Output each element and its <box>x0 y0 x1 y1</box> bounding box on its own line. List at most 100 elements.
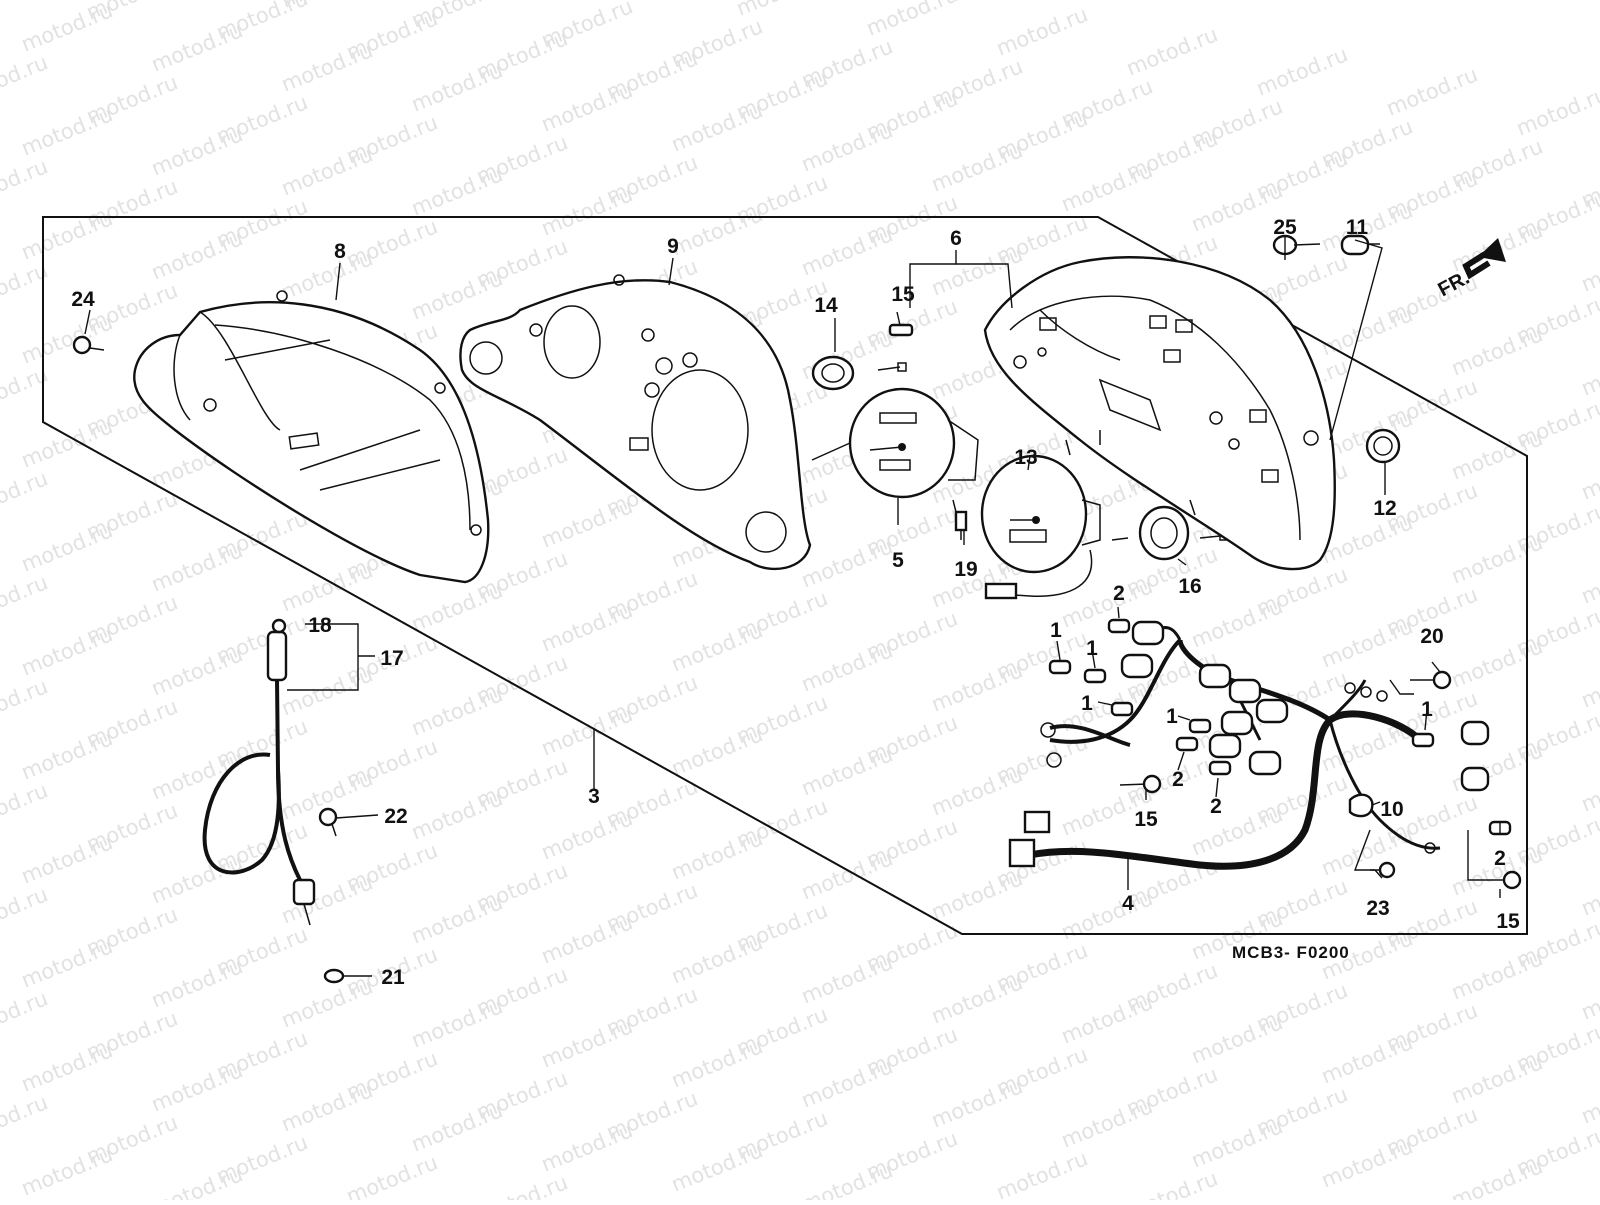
watermark-text: motod.ru <box>278 558 376 616</box>
watermark-text: motod.ru <box>1448 946 1546 1004</box>
watermark-text: motod.ru <box>538 1014 636 1072</box>
watermark-text: motod.ru <box>1188 1010 1286 1068</box>
watermark-text: motod.ru <box>1318 614 1416 672</box>
leader-lines <box>84 237 1501 977</box>
watermark-text: motod.ru <box>18 414 116 472</box>
callout-9: 10 <box>1380 798 1403 821</box>
watermark-text: motod.ru <box>0 570 51 628</box>
watermark-text: motod.ru <box>148 642 246 700</box>
watermark-text: motod.ru <box>538 494 636 552</box>
watermark-text: motod.ru <box>0 466 51 524</box>
callout-labels: 8 9 6 24 14 15 25 11 13 5 19 16 12 2 1 1… <box>71 216 1520 989</box>
socket-16-part <box>1111 505 1229 561</box>
watermark-text: motod.ru <box>1253 42 1351 100</box>
watermark-text: motod.ru <box>1448 426 1546 484</box>
bulb-14-part <box>888 323 914 337</box>
watermark-text: motod.ru <box>148 746 246 804</box>
watermark-text: motod.ru <box>148 850 246 908</box>
diagram-code: MCB3- F0200 <box>1232 943 1350 962</box>
callout-1a: 1 <box>1050 619 1062 642</box>
watermark-text: motod.ru <box>18 518 116 576</box>
watermark-text: motod.ru <box>18 206 116 264</box>
callout-25: 25 <box>1273 216 1297 239</box>
watermark-text: motod.ru <box>1123 22 1221 80</box>
callout-6: 6 <box>950 227 962 250</box>
watermark-text: motod.ru <box>343 1150 441 1200</box>
watermark-text: motod.ru <box>278 974 376 1032</box>
callout-2d: 2 <box>1494 847 1506 870</box>
watermark-text: motod.ru <box>0 986 51 1044</box>
watermark-text: motod.ru <box>928 1074 1026 1132</box>
callout-4: 4 <box>1122 892 1134 915</box>
callout-1e: 1 <box>1421 698 1433 721</box>
watermark-text: motod.ru <box>928 866 1026 924</box>
watermark-text: motod.ru <box>148 1058 246 1116</box>
watermark-text: motod.ru <box>1448 530 1546 588</box>
screw-15-part <box>1119 774 1162 794</box>
watermark-text: motod.ru <box>1578 342 1600 400</box>
frame-dashed-edge <box>42 421 963 935</box>
watermark-text: motod.ru <box>668 930 766 988</box>
callout-5: 5 <box>892 549 904 572</box>
watermark-text: motod.ru <box>1188 802 1286 860</box>
socket-13-part <box>811 355 907 391</box>
watermark-text: motod.ru <box>148 226 246 284</box>
watermark-text: motod.ru <box>408 994 506 1052</box>
watermark-text: motod.ru <box>1578 862 1600 920</box>
watermark-text: motod.ru <box>408 1098 506 1156</box>
watermark-text: motod.ru <box>148 1162 246 1200</box>
watermark-text: motod.ru <box>668 618 766 676</box>
watermark-text: motod.ru <box>1578 550 1600 608</box>
watermark-text: motod.ru <box>798 534 896 592</box>
watermark-text: motod.ru <box>798 1158 896 1200</box>
wire-harness-part <box>1008 620 1490 870</box>
washer-21-part <box>323 968 345 984</box>
callout-11: 12 <box>1373 497 1396 520</box>
watermark-text: motod.ru <box>408 266 506 324</box>
watermark-text: motod.ru <box>0 674 51 732</box>
watermark-text: motod.ru <box>668 98 766 156</box>
callout-18: 18 <box>308 614 332 637</box>
watermark-text: motod.ru <box>18 830 116 888</box>
watermark-text: motod.ru <box>1578 1174 1600 1200</box>
watermark-text: motod.ru <box>538 182 636 240</box>
watermark-text: motod.ru <box>278 246 376 304</box>
callout-13: 14 <box>814 294 838 317</box>
screw-23-part <box>1370 861 1396 879</box>
callout-1d: 1 <box>1166 705 1178 728</box>
callout-22: 22 <box>384 805 407 828</box>
clamp-9-part <box>1348 793 1374 818</box>
watermark-text: motod.ru <box>0 882 51 940</box>
watermark-text: motod.ru <box>278 38 376 96</box>
watermark-text: motod.ru <box>1578 758 1600 816</box>
watermark-text: motod.ru <box>1578 1070 1600 1128</box>
callout-20: 20 <box>1420 625 1443 648</box>
watermark-text: motod.ru <box>538 910 636 968</box>
callout-10: 11 <box>1346 216 1369 239</box>
watermark-text: motod.ru <box>1188 594 1286 652</box>
watermark-text: motod.ru <box>408 890 506 948</box>
watermark-text: motod.ru <box>18 1142 116 1200</box>
callout-3: 3 <box>588 785 600 808</box>
watermark-text: motod.ru <box>148 122 246 180</box>
watermark-text: motod.ru <box>928 762 1026 820</box>
callout-19: 19 <box>954 558 977 581</box>
watermark-text: motod.ru <box>408 786 506 844</box>
watermark-text: motod.ru <box>1318 302 1416 360</box>
watermark-text: motod.ru <box>993 1146 1091 1200</box>
watermark-text: motod.ru <box>278 662 376 720</box>
watermark-text: motod.ru <box>408 58 506 116</box>
socket-11-part <box>1365 428 1401 464</box>
watermark-text: motod.ru <box>1448 322 1546 380</box>
watermark-text: motod.ru <box>668 1138 766 1196</box>
callout-2b: 2 <box>1172 768 1184 791</box>
watermark-text: motod.ru <box>408 578 506 636</box>
watermark-text: motod.ru <box>1058 1094 1156 1152</box>
callout-15b: 15 <box>1496 910 1520 933</box>
callout-21: 21 <box>381 966 405 989</box>
callout-15a: 15 <box>1134 808 1158 831</box>
callout-17: 17 <box>380 647 403 670</box>
meter-case-part <box>983 256 1336 571</box>
